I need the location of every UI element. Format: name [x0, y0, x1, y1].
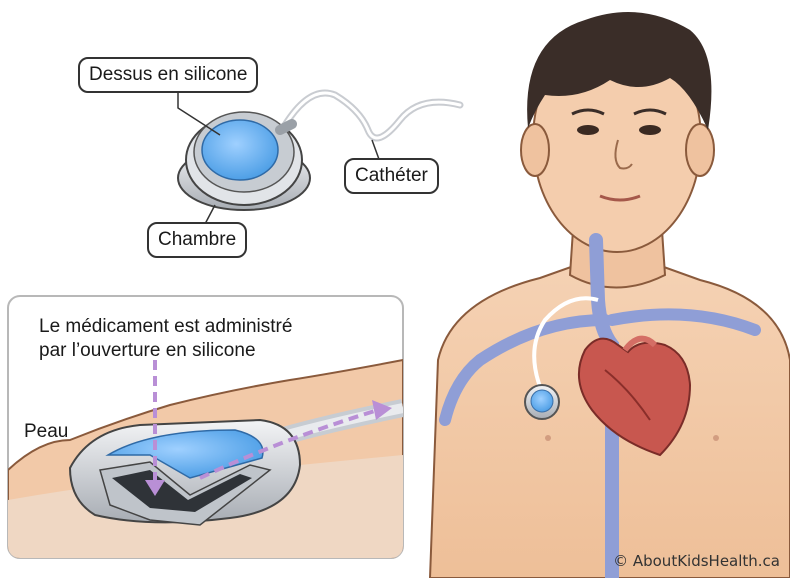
ear-right: [686, 124, 714, 176]
eye-right: [639, 125, 661, 135]
catheter-tube: [285, 93, 460, 138]
boy-figure: [430, 12, 790, 578]
ear-left: [521, 124, 549, 176]
eye-left: [577, 125, 599, 135]
label-silicone-top: Dessus en silicone: [78, 57, 258, 93]
label-chamber: Chambre: [147, 222, 247, 258]
label-catheter: Cathéter: [344, 158, 439, 194]
silicone-top: [202, 120, 278, 180]
inset-caption: Le médicament est administré par l’ouver…: [39, 315, 292, 363]
copyright-credit: © AboutKidsHealth.ca: [613, 552, 780, 570]
inset-caption-line1: Le médicament est administré: [39, 315, 292, 339]
inset-caption-line2: par l’ouverture en silicone: [39, 339, 292, 363]
label-skin: Peau: [24, 420, 68, 444]
